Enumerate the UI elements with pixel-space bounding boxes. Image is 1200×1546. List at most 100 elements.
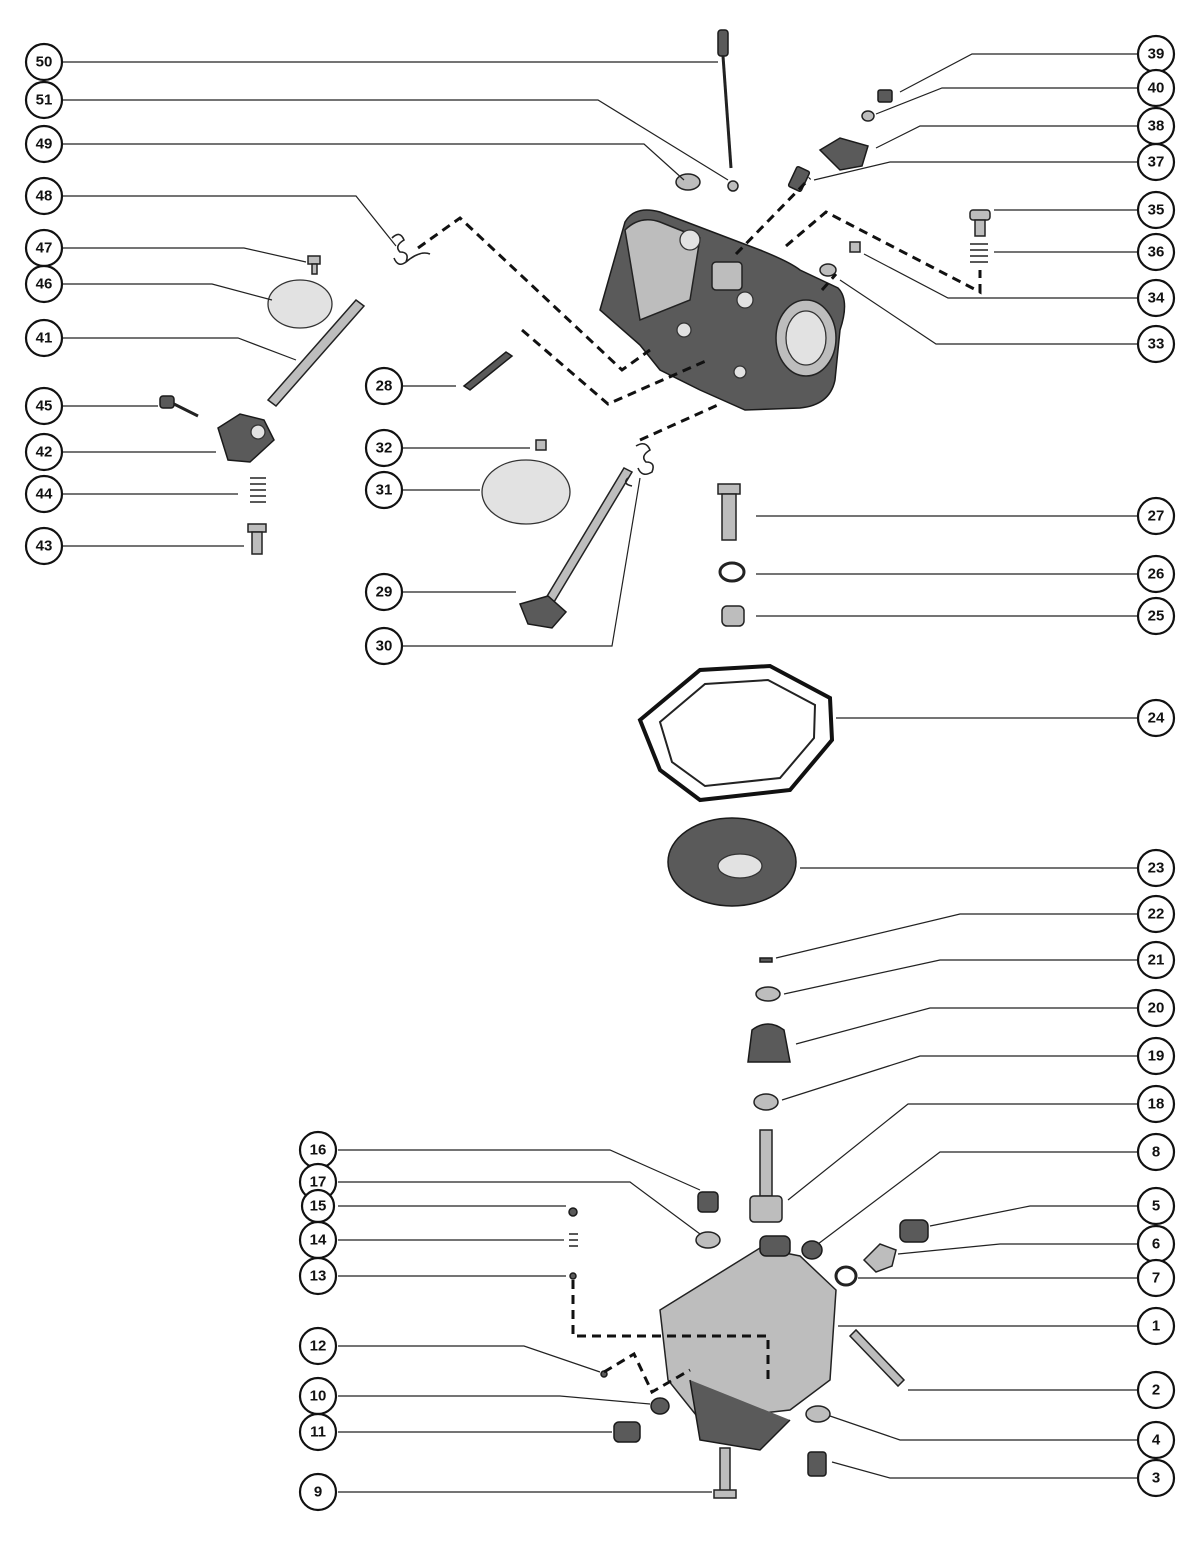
callout-1: 1 — [1136, 1306, 1176, 1346]
callout-35: 35 — [1136, 190, 1176, 230]
callout-5: 5 — [1136, 1186, 1176, 1226]
callout-label: 39 — [1148, 46, 1165, 63]
callout-46: 46 — [24, 264, 64, 304]
callout-8: 8 — [1136, 1132, 1176, 1172]
callout-label: 33 — [1148, 336, 1165, 353]
callout-label: 50 — [36, 54, 53, 71]
callout-48: 48 — [24, 176, 64, 216]
callout-label: 10 — [310, 1388, 327, 1405]
assembly-dashed-lines — [417, 176, 982, 1395]
part-gasket — [637, 663, 835, 803]
part-bracket — [818, 137, 869, 171]
callout-label: 43 — [36, 538, 53, 555]
part-spring — [391, 233, 431, 266]
callout-label: 23 — [1148, 860, 1165, 877]
part-bolt — [713, 1447, 737, 1499]
part-spring — [569, 1233, 578, 1247]
part-bolt — [749, 1129, 783, 1223]
callout-34: 34 — [1136, 278, 1176, 318]
callout-21: 21 — [1136, 940, 1176, 980]
callout-13: 13 — [298, 1256, 338, 1296]
callout-label: 6 — [1152, 1236, 1160, 1253]
part-spring — [250, 477, 266, 503]
part-ball — [727, 180, 739, 192]
callout-label: 45 — [36, 398, 53, 415]
callout-44: 44 — [24, 474, 64, 514]
callout-19: 19 — [1136, 1036, 1176, 1076]
callout-label: 31 — [376, 482, 393, 499]
part-rod — [717, 29, 733, 169]
part-spring — [624, 442, 654, 487]
callout-label: 3 — [1152, 1470, 1160, 1487]
callout-11: 11 — [298, 1412, 338, 1452]
part-cap — [747, 1023, 791, 1063]
part-plug — [877, 89, 893, 103]
callout-22: 22 — [1136, 894, 1176, 934]
callout-label: 41 — [36, 330, 53, 347]
callout-32: 32 — [364, 428, 404, 468]
callout-label: 11 — [310, 1424, 326, 1441]
callout-label: 27 — [1148, 508, 1165, 525]
callout-10: 10 — [298, 1376, 338, 1416]
part-washer — [753, 1093, 779, 1111]
callout-label: 12 — [310, 1338, 327, 1355]
callout-42: 42 — [24, 432, 64, 472]
part-disc — [267, 279, 333, 329]
part-spring — [970, 243, 988, 263]
leader-lines — [63, 53, 1138, 1493]
part-jet — [613, 1421, 641, 1443]
callout-24: 24 — [1136, 698, 1176, 738]
part-fuel-bowl — [659, 1235, 837, 1451]
callout-16: 16 — [298, 1130, 338, 1170]
callout-20: 20 — [1136, 988, 1176, 1028]
callout-label: 20 — [1148, 1000, 1165, 1017]
callout-38: 38 — [1136, 106, 1176, 146]
callout-label: 21 — [1148, 952, 1165, 969]
callout-label: 40 — [1148, 80, 1165, 97]
callout-49: 49 — [24, 124, 64, 164]
callout-label: 26 — [1148, 566, 1165, 583]
callout-label: 34 — [1148, 290, 1165, 307]
part-diaphragm — [667, 817, 797, 907]
part-pin — [569, 1272, 577, 1280]
callout-label: 15 — [310, 1198, 327, 1215]
callout-label: 37 — [1148, 154, 1165, 171]
callout-label: 46 — [36, 276, 53, 293]
callout-label: 19 — [1148, 1048, 1165, 1065]
part-illustrations — [159, 29, 991, 1499]
part-screw — [969, 209, 991, 237]
part-plug — [899, 1219, 929, 1243]
part-washer — [861, 110, 875, 122]
part-washer — [695, 1231, 721, 1249]
callout-label: 36 — [1148, 244, 1165, 261]
part-valve — [862, 1243, 897, 1273]
callout-label: 30 — [376, 638, 393, 655]
part-washer — [834, 1265, 858, 1287]
callout-label: 48 — [36, 188, 53, 205]
callout-label: 2 — [1152, 1382, 1160, 1399]
part-disc — [481, 459, 571, 525]
callout-51: 51 — [24, 80, 64, 120]
callout-label: 1 — [1152, 1318, 1160, 1335]
callout-30: 30 — [364, 626, 404, 666]
callout-41: 41 — [24, 318, 64, 358]
callout-3: 3 — [1136, 1458, 1176, 1498]
callout-label: 24 — [1148, 710, 1165, 727]
part-lever — [217, 413, 275, 463]
callout-label: 7 — [1152, 1270, 1160, 1287]
callout-29: 29 — [364, 572, 404, 612]
callout-label: 17 — [310, 1174, 327, 1191]
callout-label: 32 — [376, 440, 393, 457]
part-gasket — [819, 263, 837, 277]
callout-17: 17 — [298, 1162, 338, 1202]
callout-label: 22 — [1148, 906, 1165, 923]
callout-2: 2 — [1136, 1370, 1176, 1410]
part-pin — [759, 957, 773, 963]
callout-25: 25 — [1136, 596, 1176, 636]
part-shaft — [518, 467, 634, 629]
part-washer — [801, 1240, 823, 1260]
callout-28: 28 — [364, 366, 404, 406]
part-fitting — [697, 1191, 719, 1213]
callout-label: 29 — [376, 584, 393, 601]
